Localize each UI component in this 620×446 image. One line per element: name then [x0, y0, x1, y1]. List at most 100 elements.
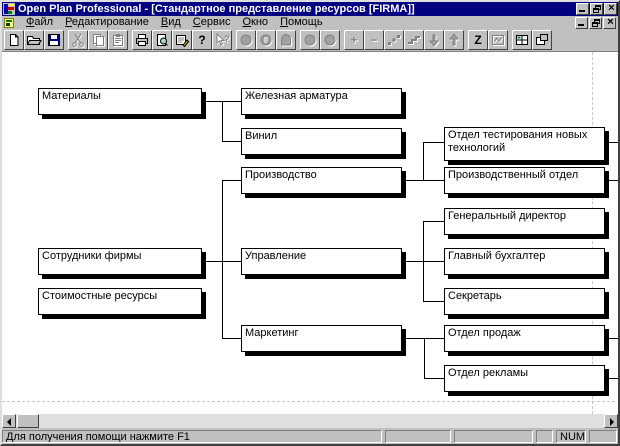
paste-icon	[113, 34, 123, 46]
resource-shape-icon	[281, 34, 291, 46]
connector-line	[605, 180, 618, 181]
svg-text:?: ?	[224, 34, 230, 44]
tree-node-generalny-direktor[interactable]: Генеральный директор	[444, 208, 605, 235]
split-view-button[interactable]	[512, 30, 532, 50]
scrollbar-thumb[interactable]	[17, 414, 39, 428]
arrow-left-icon	[7, 418, 11, 426]
zoom-button[interactable]: Z	[468, 30, 488, 50]
status-panel-2	[454, 430, 533, 443]
tree-node-marketing[interactable]: Маркетинг	[241, 325, 402, 352]
tree-node-otdel-reklamy[interactable]: Отдел рекламы	[444, 365, 605, 392]
node-circle-1-icon	[304, 34, 316, 46]
status-panel-1	[385, 430, 451, 443]
node-circle-2-icon	[324, 34, 336, 46]
connector-line	[202, 261, 222, 262]
minimize-button[interactable]	[576, 3, 589, 15]
print-button[interactable]	[132, 30, 152, 50]
connector-line	[402, 180, 423, 181]
status-panel-3	[536, 430, 553, 443]
tree-node-sekretar[interactable]: Секретарь	[444, 288, 605, 315]
link-button[interactable]	[384, 30, 404, 50]
menu-window[interactable]: Окно	[242, 16, 269, 28]
tree-node-upravlenie[interactable]: Управление	[241, 248, 402, 275]
title-bar: Open Plan Professional - [Стандартное пр…	[2, 2, 618, 16]
tree-node-stoimostnye-resursy[interactable]: Стоимостные ресурсы	[38, 288, 202, 315]
menu-help[interactable]: Помощь	[280, 16, 323, 28]
child-close-icon: ×	[607, 15, 614, 28]
connector-line	[222, 101, 241, 102]
connector-line	[424, 338, 425, 379]
move-up-icon	[448, 33, 460, 46]
copy-button[interactable]	[88, 30, 108, 50]
child-close-button[interactable]: ×	[603, 15, 616, 29]
tree-node-otdel-testirovaniya[interactable]: Отдел тестирования новых технологий	[444, 127, 605, 161]
child-restore-button[interactable]	[589, 16, 602, 29]
close-button[interactable]: ×	[604, 2, 617, 15]
menu-tools[interactable]: Сервис	[192, 16, 231, 28]
tree-node-otdel-prodazh[interactable]: Отдел продаж	[444, 325, 605, 352]
child-minimize-button[interactable]	[575, 16, 588, 29]
tree-node-zheleznaya-armatura[interactable]: Железная арматура	[241, 88, 402, 115]
add-button[interactable]: +	[344, 30, 364, 50]
connector-line	[222, 180, 223, 339]
document-icon	[4, 17, 14, 28]
move-down-button[interactable]	[424, 30, 444, 50]
save-icon	[48, 34, 60, 46]
steps-button[interactable]	[404, 30, 424, 50]
toolbar: ? ? + −	[2, 29, 618, 52]
zigzag-button[interactable]	[488, 30, 508, 50]
open-button[interactable]	[24, 30, 44, 50]
print-preview-button[interactable]	[152, 30, 172, 50]
arrange-button[interactable]	[532, 30, 552, 50]
connector-line	[222, 338, 241, 339]
steps-icon	[408, 36, 420, 44]
tree-node-proizvodstvo[interactable]: Производство	[241, 167, 402, 194]
cut-button[interactable]	[68, 30, 88, 50]
notes-button[interactable]	[172, 30, 192, 50]
paste-button[interactable]	[108, 30, 128, 50]
menu-edit[interactable]: Редактирование	[65, 16, 149, 28]
close-icon: ×	[608, 2, 615, 14]
connector-line	[605, 378, 618, 379]
save-button[interactable]	[44, 30, 64, 50]
move-up-button[interactable]	[444, 30, 464, 50]
tree-node-sotrudniki-firmy[interactable]: Сотрудники фирмы	[38, 248, 202, 275]
connector-line	[222, 261, 241, 262]
tree-node-glavny-buhgalter[interactable]: Главный бухгалтер	[444, 248, 605, 275]
node-circle-2-button[interactable]	[320, 30, 340, 50]
resource-circle-icon	[240, 34, 252, 46]
connector-line	[424, 338, 444, 339]
arrow-right-icon	[610, 418, 614, 426]
connector-line	[605, 142, 618, 143]
connector-line	[423, 301, 444, 302]
menu-view[interactable]: Вид	[160, 16, 181, 28]
remove-button[interactable]: −	[364, 30, 384, 50]
link-icon	[388, 35, 400, 45]
context-help-button[interactable]: ?	[212, 30, 232, 50]
menu-file[interactable]: Файл	[26, 16, 54, 28]
tree-node-materialy[interactable]: Материалы	[38, 88, 202, 115]
connector-line	[423, 180, 444, 181]
scroll-right-button[interactable]	[604, 414, 618, 428]
resource-shape-button[interactable]	[276, 30, 296, 50]
resource-tree-canvas[interactable]: Материалы Железная арматура Винил Произв…	[2, 52, 618, 414]
open-icon	[26, 36, 42, 45]
node-circle-1-button[interactable]	[300, 30, 320, 50]
connector-line	[402, 261, 423, 262]
add-icon: +	[350, 33, 358, 47]
tree-node-proizvodstvenny-otdel[interactable]: Производственный отдел	[444, 167, 605, 194]
resource-detail-button[interactable]	[256, 30, 276, 50]
horizontal-scrollbar[interactable]	[2, 414, 618, 428]
connector-line	[222, 180, 241, 181]
new-button[interactable]	[4, 30, 24, 50]
move-down-icon	[428, 34, 440, 47]
resource-circle-button[interactable]	[236, 30, 256, 50]
window-title: Open Plan Professional - [Стандартное пр…	[18, 3, 415, 15]
restore-button[interactable]	[590, 3, 603, 15]
new-icon	[10, 34, 19, 46]
help-button[interactable]: ?	[192, 30, 212, 50]
tree-node-vinil[interactable]: Винил	[241, 128, 402, 155]
print-icon	[136, 34, 148, 46]
scroll-left-button[interactable]	[2, 414, 16, 428]
